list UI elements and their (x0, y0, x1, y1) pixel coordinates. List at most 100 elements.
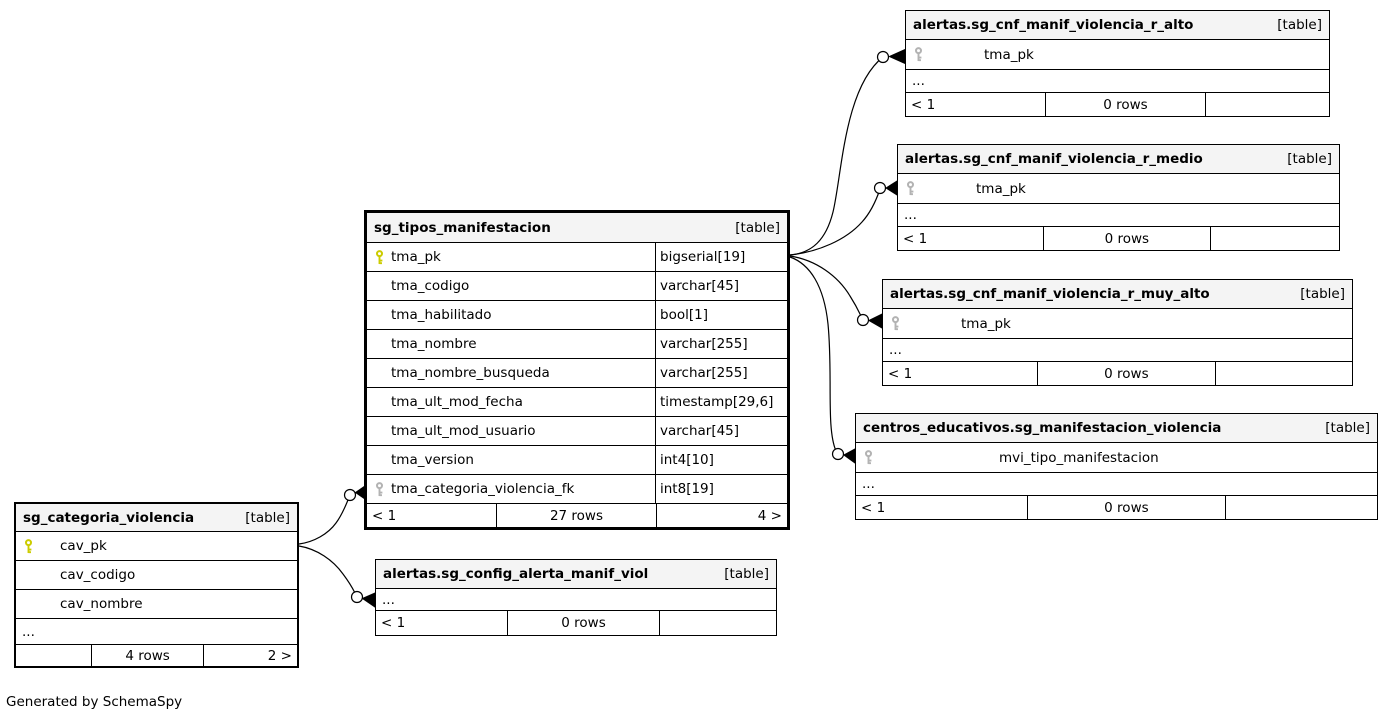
footer-parents-count: < 1 (906, 93, 1046, 116)
footer-children-count (1216, 362, 1352, 385)
column-row-tma_pk[interactable]: tma_pk (883, 309, 1352, 339)
fk-edge-tipos-to-r-alto (789, 48, 906, 256)
more-columns-row[interactable]: ... (16, 619, 297, 645)
table-header: alertas.sg_cnf_manif_violencia_r_medio [t… (898, 145, 1339, 174)
column-type: varchar[255] (655, 330, 787, 358)
column-name: cav_pk (60, 538, 107, 554)
ellipsis-label: ... (889, 342, 902, 358)
foreign-key-icon (367, 481, 391, 497)
column-row-tma_ult_mod_usuario[interactable]: tma_ult_mod_usuario varchar[45] (367, 417, 787, 446)
footer-children-count (1206, 93, 1329, 116)
footer-parents-count: < 1 (898, 227, 1044, 250)
ellipsis-label: ... (382, 591, 395, 608)
ellipsis-label: ... (904, 207, 917, 223)
table-title: alertas.sg_cnf_manif_violencia_r_medio (905, 151, 1203, 167)
more-columns-row[interactable]: ... (856, 473, 1377, 496)
foreign-key-icon (883, 316, 907, 331)
table-type-tag: [table] (1325, 420, 1370, 436)
table-alertas-sg-cnf-manif-violencia-r-medio[interactable]: alertas.sg_cnf_manif_violencia_r_medio [t… (897, 144, 1340, 251)
table-type-tag: [table] (1287, 151, 1332, 167)
table-centros-educativos-sg-manifestacion-violencia[interactable]: centros_educativos.sg_manifestacion_viol… (855, 413, 1378, 520)
ellipsis-label: ... (862, 476, 875, 492)
table-header: centros_educativos.sg_manifestacion_viol… (856, 414, 1377, 443)
column-row-tma_nombre_busqueda[interactable]: tma_nombre_busqueda varchar[255] (367, 359, 787, 388)
column-name: tma_pk (984, 46, 1034, 63)
more-columns-row[interactable]: ... (376, 589, 776, 611)
column-row-tma_pk[interactable]: tma_pk (898, 174, 1339, 204)
more-columns-row[interactable]: ... (898, 204, 1339, 227)
column-name: cav_nombre (60, 596, 143, 612)
column-row-tma_ult_mod_fecha[interactable]: tma_ult_mod_fecha timestamp[29,6] (367, 388, 787, 417)
primary-key-icon (367, 249, 391, 265)
column-type: varchar[45] (655, 417, 787, 445)
footer-row-count: 0 rows (1046, 93, 1207, 116)
more-columns-row[interactable]: ... (906, 70, 1329, 93)
footer-parents-count (16, 645, 92, 666)
table-header: sg_categoria_violencia[table] (16, 504, 297, 532)
footer-parents-count: < 1 (376, 611, 508, 635)
column-name: tma_ult_mod_fecha (391, 394, 523, 410)
table-header: alertas.sg_config_alerta_manif_viol[tabl… (376, 560, 776, 589)
column-row-cav_codigo[interactable]: cav_codigo (16, 561, 297, 590)
fk-edge-categoria-to-tipos (298, 485, 366, 545)
column-name: tma_nombre (391, 336, 477, 352)
column-name: mvi_tipo_manifestacion (999, 449, 1159, 466)
table-sg-categoria-violencia[interactable]: sg_categoria_violencia[table] cav_pk cav_c… (14, 502, 299, 668)
table-alertas-sg-cnf-manif-violencia-r-muy-alto[interactable]: alertas.sg_cnf_manif_violencia_r_muy_alt… (882, 279, 1353, 386)
table-sg-tipos-manifestacion[interactable]: sg_tipos_manifestacion[table] tma_pk bigse… (364, 210, 790, 530)
fk-edge-categoria-to-config (298, 545, 376, 608)
column-type: int8[19] (655, 475, 787, 503)
column-type: bigserial[19] (655, 243, 787, 271)
column-type: varchar[45] (655, 272, 787, 300)
table-alertas-sg-cnf-manif-violencia-r-alto[interactable]: alertas.sg_cnf_manif_violencia_r_alto [ta… (905, 10, 1330, 117)
table-type-tag: [table] (724, 566, 769, 582)
column-row-tma_pk[interactable]: tma_pk bigserial[19] (367, 243, 787, 272)
table-title: centros_educativos.sg_manifestacion_viol… (863, 420, 1222, 436)
column-name: tma_habilitado (391, 307, 492, 323)
foreign-key-icon (906, 47, 930, 62)
table-header: sg_tipos_manifestacion[table] (367, 213, 787, 243)
table-alertas-sg-config-alerta-manif-viol[interactable]: alertas.sg_config_alerta_manif_viol[tabl… (375, 559, 777, 636)
ellipsis-label: ... (22, 623, 35, 640)
table-type-tag: [table] (735, 219, 780, 236)
footer-row-count: 4 rows (92, 645, 205, 666)
column-row-tma_nombre[interactable]: tma_nombre varchar[255] (367, 330, 787, 359)
footer-children-count (1211, 227, 1339, 250)
column-name: tma_pk (961, 315, 1011, 332)
column-type: varchar[255] (655, 359, 787, 387)
footer-row-count: 27 rows (497, 504, 657, 527)
table-title: alertas.sg_cnf_manif_violencia_r_alto (913, 17, 1194, 33)
more-columns-row[interactable]: ... (883, 339, 1352, 362)
column-row-cav_nombre[interactable]: cav_nombre (16, 590, 297, 619)
table-type-tag: [table] (1277, 17, 1322, 33)
table-type-tag: [table] (245, 509, 290, 526)
table-header: alertas.sg_cnf_manif_violencia_r_muy_alt… (883, 280, 1352, 309)
table-title: alertas.sg_cnf_manif_violencia_r_muy_alt… (890, 286, 1210, 302)
column-row-cav_pk[interactable]: cav_pk (16, 532, 297, 561)
footer-parents-count: < 1 (367, 504, 498, 527)
column-row-tma_pk[interactable]: tma_pk (906, 40, 1329, 70)
column-name: tma_pk (391, 249, 441, 265)
table-type-tag: [table] (1300, 286, 1345, 302)
ellipsis-label: ... (912, 73, 925, 89)
column-name: tma_pk (976, 180, 1026, 197)
foreign-key-icon (856, 450, 880, 465)
footer-parents-count: < 1 (883, 362, 1038, 385)
column-type: timestamp[29,6] (655, 388, 787, 416)
column-name: tma_ult_mod_usuario (391, 423, 536, 439)
column-row-mvi_tipo_manifestacion[interactable]: mvi_tipo_manifestacion (856, 443, 1377, 473)
column-name: tma_nombre_busqueda (391, 365, 550, 381)
fk-edge-tipos-to-r-muy-alto (789, 255, 883, 329)
column-type: int4[10] (655, 446, 787, 474)
table-header: alertas.sg_cnf_manif_violencia_r_alto [ta… (906, 11, 1329, 40)
